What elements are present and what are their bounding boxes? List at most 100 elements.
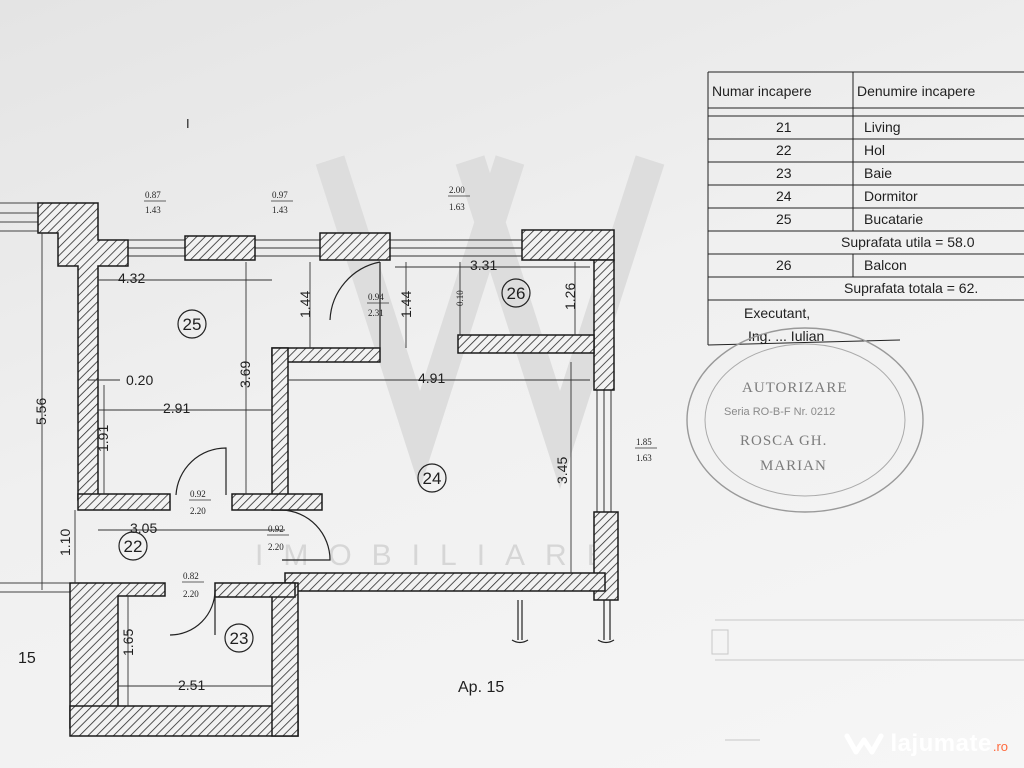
wall-hall-top-mid	[231, 493, 323, 511]
wall-top-right	[521, 229, 615, 261]
w4-top: 1.85	[636, 437, 652, 447]
w3-bot: 1.63	[449, 202, 465, 212]
wall-west-upper	[37, 202, 129, 501]
executant-label: Executant,	[744, 305, 810, 321]
dim-3-69: 3.69	[237, 361, 253, 388]
wall-bath-south	[69, 705, 299, 737]
room-number-26: 26	[507, 284, 526, 303]
table-header-number: Numar incapere	[712, 83, 812, 99]
neighbor-apartment-label: 15	[18, 650, 36, 667]
total-area: Suprafata totala = 62.	[844, 280, 978, 296]
table-row-number: 23	[776, 165, 792, 181]
table-row-number: 25	[776, 211, 792, 227]
room-number-25: 25	[183, 315, 202, 334]
useful-area: Suprafata utila = 58.0	[841, 234, 975, 250]
wall-top-pier-2	[319, 232, 391, 261]
brand-logo-icon	[844, 733, 884, 755]
wall-east	[590, 259, 615, 391]
doors	[169, 261, 615, 644]
apartment-label: Ap. 15	[458, 679, 504, 696]
room-number-23: 23	[230, 629, 249, 648]
brand-logo: lajumate .ro	[844, 730, 1008, 758]
dim-1-44-a: 1.44	[297, 291, 313, 318]
w1-bot: 1.43	[145, 205, 161, 215]
room-marker-24: 24	[417, 463, 447, 493]
top-mark: I	[186, 116, 190, 131]
w1-top: 0.87	[145, 190, 161, 200]
balcony-drain-2	[597, 600, 615, 644]
door-22-25-top: 0.92	[190, 489, 206, 499]
room-marker-26: 26	[501, 278, 531, 308]
dim-0-10: 0.10	[455, 290, 465, 306]
door-22-25	[175, 447, 227, 496]
dim-2-51: 2.51	[178, 677, 205, 693]
dim-1-65: 1.65	[120, 629, 136, 656]
exterior-lines	[0, 202, 80, 593]
table-row-number: 22	[776, 142, 792, 158]
executant-name: Ing. ... Iulian	[748, 328, 824, 344]
dim-3-31: 3.31	[470, 257, 497, 273]
door-22-23-bot: 2.20	[183, 589, 199, 599]
table-row-name: Hol	[864, 142, 885, 158]
dim-4-91: 4.91	[418, 370, 445, 386]
door-22-23-top: 0.82	[183, 571, 199, 581]
wall-bath-top-right	[214, 582, 296, 598]
wall-bath-east	[271, 582, 299, 737]
wall-kitchen-bottom	[77, 493, 171, 511]
wall-top-pier-1	[184, 235, 256, 261]
door-22-23	[169, 589, 216, 636]
table-row-number: 21	[776, 119, 792, 135]
dim-4-32: 4.32	[118, 270, 145, 286]
door-22-24	[281, 509, 331, 561]
dimension-lines	[41, 233, 590, 706]
dim-1-91: 1.91	[95, 425, 111, 452]
w3-top: 2.00	[449, 185, 465, 195]
window-lines	[128, 239, 612, 512]
dim-0-20: 0.20	[126, 372, 153, 388]
opening-labels: 0.87 1.43 0.97 1.43 2.00 1.63 1.85 1.63 …	[144, 185, 657, 599]
w2-top: 0.97	[272, 190, 288, 200]
dim-5-56: 5.56	[33, 398, 49, 425]
room-number-24: 24	[423, 469, 442, 488]
door-22-25-bot: 2.20	[190, 506, 206, 516]
door-22-24-bot: 2.20	[268, 542, 284, 552]
dim-3-05: 3.05	[130, 520, 157, 536]
table-row-name: Living	[864, 119, 901, 135]
wall-balcony-south	[457, 334, 595, 354]
table-row-name: Dormitor	[864, 188, 918, 204]
table-row-name: Bucatarie	[864, 211, 923, 227]
brand-tld: .ro	[992, 739, 1008, 754]
dim-1-44-b: 1.44	[398, 291, 414, 318]
table-row-number: 24	[776, 188, 792, 204]
dim-3-45: 3.45	[554, 457, 570, 484]
door-25-26	[329, 261, 381, 350]
table-row-name: Baie	[864, 165, 892, 181]
stamp-line-4: MARIAN	[760, 458, 827, 474]
watermark-text: IMOBILIARE	[255, 539, 627, 572]
dim-1-26: 1.26	[562, 283, 578, 310]
dim-1-10: 1.10	[57, 529, 73, 556]
stamp-line-3: ROSCA GH.	[740, 433, 827, 449]
wall-bedroom-west	[271, 347, 289, 511]
room-markers: 25 26 24 22 23	[118, 278, 531, 653]
dim-2-91: 2.91	[163, 400, 190, 416]
walls	[37, 202, 619, 737]
w4-bot: 1.63	[636, 453, 652, 463]
door-22-24-top: 0.92	[268, 524, 284, 534]
door-25-26-bot: 2.31	[368, 308, 384, 318]
wall-bedroom-south	[284, 572, 606, 592]
faint-marks	[711, 619, 1024, 741]
room-marker-25: 25	[177, 309, 207, 339]
room-marker-23: 23	[224, 623, 254, 653]
authorization-stamp: AUTORIZARE Seria RO-B-F Nr. 0212 ROSCA G…	[686, 327, 924, 513]
balcony-drain-1	[511, 600, 529, 644]
dimension-labels: 4.32 3.31 1.44 1.44 0.10 1.26 5.56 3.69 …	[33, 257, 578, 693]
w2-bot: 1.43	[272, 205, 288, 215]
table-row-name: Balcon	[864, 257, 907, 273]
stamp-line-1: AUTORIZARE	[742, 380, 848, 396]
door-25-26-top: 0.94	[368, 292, 384, 302]
room-number-22: 22	[124, 537, 143, 556]
room-marker-22: 22	[118, 531, 148, 561]
